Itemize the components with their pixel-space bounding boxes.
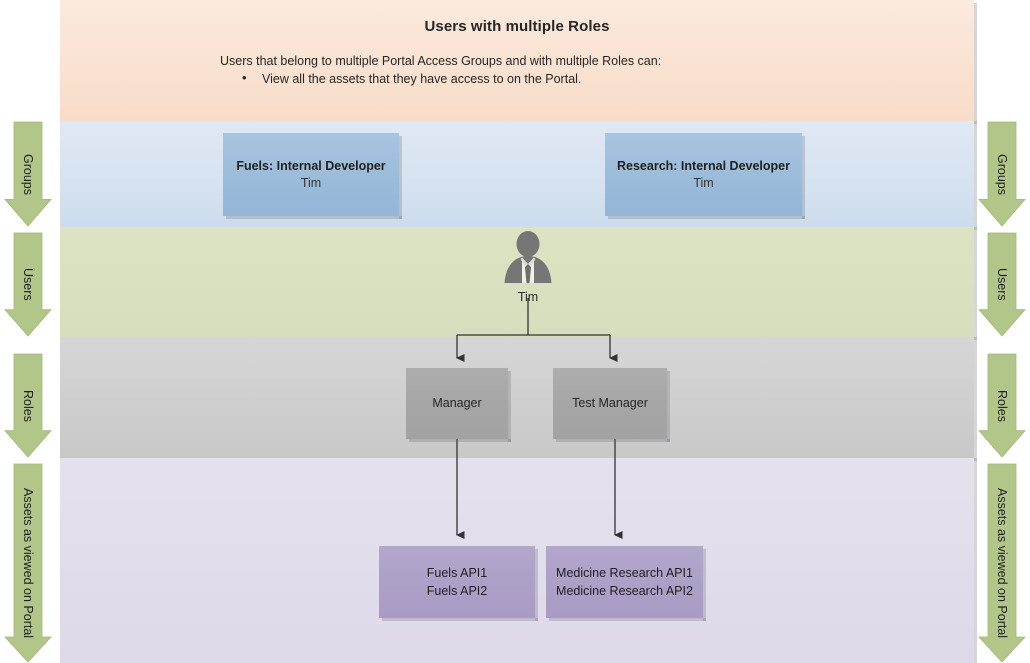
group-name: Fuels: Internal Developer bbox=[236, 158, 386, 173]
swimlane-labels-left: Groups Users Roles Assets as viewed on P… bbox=[0, 0, 56, 663]
swimlane-arrow-assets-left: Assets as viewed on Portal bbox=[4, 463, 53, 663]
group-box-research[interactable]: Research: Internal Developer Tim bbox=[605, 133, 805, 219]
group-member: Tim bbox=[693, 175, 714, 190]
diagram-panel: Users with multiple Roles Users that bel… bbox=[60, 0, 977, 663]
swimlane-labels-right: Groups Users Roles Assets as viewed on P… bbox=[974, 0, 1030, 663]
swimlane-label: Groups bbox=[995, 153, 1009, 195]
swimlane-label: Assets as viewed on Portal bbox=[995, 487, 1009, 639]
band-header bbox=[60, 0, 977, 124]
swimlane-arrow-users-left: Users bbox=[4, 232, 53, 339]
band-roles bbox=[60, 337, 977, 461]
asset-line: Medicine Research API2 bbox=[556, 584, 693, 598]
band-groups bbox=[60, 121, 977, 230]
asset-box-fuels[interactable]: Fuels API1 Fuels API2 bbox=[379, 546, 538, 621]
swimlane-arrow-groups-right: Groups bbox=[978, 121, 1027, 229]
swimlane-label: Roles bbox=[21, 389, 35, 422]
person-silhouette-icon bbox=[498, 231, 558, 288]
group-member: Tim bbox=[300, 175, 322, 190]
swimlane-label: Assets as viewed on Portal bbox=[21, 487, 35, 639]
swimlane-arrow-assets-right: Assets as viewed on Portal bbox=[978, 463, 1027, 663]
asset-line: Fuels API2 bbox=[426, 584, 488, 598]
swimlane-arrow-roles-left: Roles bbox=[4, 353, 53, 460]
swimlane-label: Users bbox=[21, 268, 35, 301]
swimlane-arrow-groups-left: Groups bbox=[4, 121, 53, 229]
swimlane-label: Groups bbox=[21, 153, 35, 195]
role-label: Manager bbox=[432, 396, 482, 410]
role-label: Test Manager bbox=[572, 396, 648, 410]
list-item: View all the assets that they have acces… bbox=[242, 69, 581, 88]
group-box-fuels[interactable]: Fuels: Internal Developer Tim bbox=[223, 133, 402, 219]
group-name: Research: Internal Developer bbox=[617, 158, 790, 173]
role-box-manager[interactable]: Manager bbox=[406, 368, 511, 442]
swimlane-arrow-users-right: Users bbox=[978, 232, 1027, 339]
role-box-test-manager[interactable]: Test Manager bbox=[553, 368, 670, 442]
swimlane-label: Roles bbox=[995, 389, 1009, 422]
header-bullet-list: View all the assets that they have acces… bbox=[220, 69, 581, 88]
header-intro-text: Users that belong to multiple Portal Acc… bbox=[220, 54, 662, 68]
swimlane-label: Users bbox=[995, 268, 1009, 301]
swimlane-arrow-roles-right: Roles bbox=[978, 353, 1027, 460]
asset-box-medicine-research[interactable]: Medicine Research API1 Medicine Research… bbox=[546, 546, 706, 621]
user-name-label: Tim bbox=[517, 290, 539, 304]
asset-line: Medicine Research API1 bbox=[556, 566, 693, 580]
user-node-tim[interactable]: Tim bbox=[498, 231, 558, 304]
page-title: Users with multiple Roles bbox=[424, 18, 610, 35]
asset-line: Fuels API1 bbox=[426, 566, 488, 580]
